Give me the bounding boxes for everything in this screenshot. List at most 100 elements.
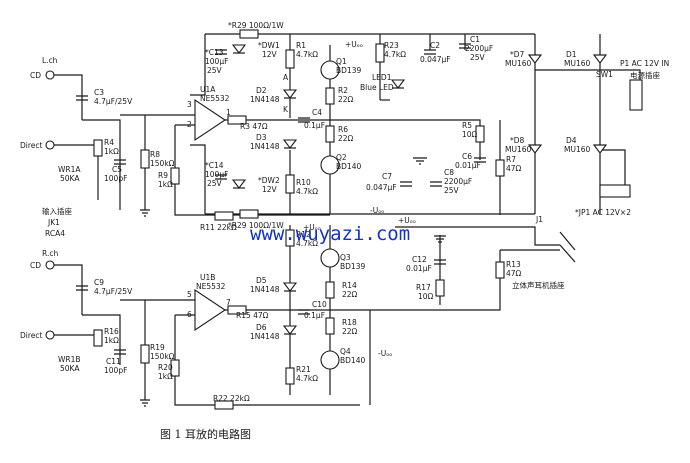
c3-value: 4.7μF/25V: [94, 97, 133, 106]
r8-label: R8: [150, 150, 160, 159]
c13-value: 100μF: [205, 57, 228, 66]
d6-value: 1N4148: [250, 332, 280, 341]
r12-label: R12: [296, 230, 311, 239]
wr1a-label: WR1A: [58, 165, 81, 174]
r2-value: 22Ω: [338, 95, 354, 104]
u1b-value: NE5532: [196, 282, 226, 291]
r9-label: R9: [158, 171, 168, 180]
d1-value: MU160: [564, 59, 591, 68]
diode-symbols: [231, 44, 608, 335]
r14-value: 22Ω: [342, 290, 358, 299]
r5-label: R5: [462, 121, 472, 130]
c9-value: 4.7μF/25V: [94, 287, 133, 296]
wr1b-value: 50KA: [60, 364, 80, 373]
power-minus-mid: -Uₒₒ: [370, 206, 384, 215]
q2-value: BD140: [336, 162, 361, 171]
r17-value: 10Ω: [418, 292, 434, 301]
opamp-symbols: [194, 98, 226, 332]
c2-label: C2: [430, 41, 440, 50]
r18-value: 22Ω: [342, 327, 358, 336]
c8-label: C8: [444, 168, 454, 177]
rca-jack-symbols: [45, 70, 55, 340]
q4-label: Q4: [340, 347, 351, 356]
r19-value: 150kΩ: [150, 352, 175, 361]
right-direct-label: Direct: [20, 331, 43, 340]
c5-value: 100pF: [104, 174, 127, 183]
r20-label: R20: [158, 363, 173, 372]
c2-value: 0.047μF: [420, 55, 451, 64]
c1-label: C1: [470, 35, 480, 44]
resistor-symbols: [93, 29, 505, 410]
c12-label: C12: [412, 255, 427, 264]
d6-label: D6: [256, 323, 267, 332]
input-jack-ref: JK1: [47, 218, 60, 227]
c5-label: C5: [112, 165, 122, 174]
c4-label: C4: [312, 108, 322, 117]
sw1-label: SW1: [596, 70, 613, 79]
pin-7: 7: [226, 298, 231, 307]
r18-label: R18: [342, 318, 357, 327]
r7-label: R7: [506, 155, 516, 164]
q4-value: BD140: [340, 356, 365, 365]
r16-label: R16: [104, 327, 119, 336]
d7-label: *D7: [510, 50, 525, 59]
pin-2: 2: [187, 120, 192, 129]
c1-voltage: 25V: [470, 53, 486, 62]
jp1-label: *JP1 AC 12V×2: [575, 208, 631, 217]
c10-label: C10: [312, 300, 327, 309]
r7-value: 47Ω: [506, 164, 522, 173]
r16-value: 1kΩ: [104, 336, 119, 345]
pin-3: 3: [187, 100, 192, 109]
node-a: A: [283, 73, 289, 82]
r6-label: R6: [338, 125, 348, 134]
d7-value: MU160: [505, 59, 532, 68]
r3-label: R3 47Ω: [240, 122, 268, 131]
r14-label: R14: [342, 281, 357, 290]
c8-value: 2200μF: [444, 177, 472, 186]
c7-value: 0.047μF: [366, 183, 397, 192]
r13-label: R13: [506, 260, 521, 269]
capacitor-symbols: [76, 43, 486, 355]
led1-label: LED1: [372, 73, 392, 82]
r23-label: R23: [384, 41, 399, 50]
u1a-value: NE5532: [200, 94, 230, 103]
u1b-label: U1B: [200, 273, 215, 282]
d8-label: *D8: [510, 136, 525, 145]
transistor-symbols: [320, 60, 340, 370]
c1-value: 2200μF: [465, 44, 493, 53]
dw1-label: *DW1: [258, 41, 280, 50]
node-k: K: [283, 105, 289, 114]
input-jack-labels: 输入插座 JK1 RCA4: [42, 206, 72, 238]
r19-label: R19: [150, 343, 165, 352]
c12-value: 0.01μF: [406, 264, 432, 273]
left-channel-label: L.ch: [42, 56, 58, 65]
r8-value: 150kΩ: [150, 159, 175, 168]
r21-label: R21: [296, 365, 311, 374]
pin-5: 5: [187, 290, 192, 299]
j1-label: J1: [535, 215, 543, 224]
c13-label: *C13: [205, 48, 224, 57]
r15-label: R15 47Ω: [236, 311, 269, 320]
c6-value: 0.01μF: [455, 161, 481, 170]
r23-value: 4.7kΩ: [384, 50, 406, 59]
u1a-label: U1A: [200, 85, 216, 94]
d3-value: 1N4148: [250, 142, 280, 151]
c11-label: C11: [106, 357, 121, 366]
r6-value: 22Ω: [338, 134, 354, 143]
left-cd-label: CD: [30, 71, 41, 80]
r21-value: 4.7kΩ: [296, 374, 318, 383]
d4-value: MU160: [564, 145, 591, 154]
d8-value: MU160: [505, 145, 532, 154]
c4-value: 0.1μF: [304, 121, 325, 130]
wr1a-value: 50KA: [60, 174, 80, 183]
q3-label: Q3: [340, 253, 351, 262]
d2-value: 1N4148: [250, 95, 280, 104]
c14-value: 100μF: [205, 170, 228, 179]
q1-value: BD139: [336, 66, 361, 75]
c11-value: 100pF: [104, 366, 127, 375]
pin-6: 6: [187, 310, 192, 319]
c3-label: C3: [94, 88, 104, 97]
q1-label: Q1: [336, 57, 347, 66]
pin-labels: 3 2 1 5 6 7 A K: [187, 73, 289, 319]
r5-value: 10Ω: [462, 130, 478, 139]
